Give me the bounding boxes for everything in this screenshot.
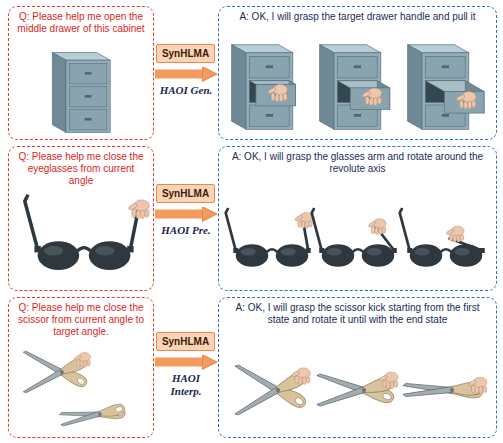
drawer-handle bbox=[85, 95, 92, 98]
scissor-figure bbox=[58, 399, 127, 431]
glasses-frame bbox=[312, 208, 397, 267]
glasses-frame bbox=[25, 195, 134, 270]
node-text: Q: Please help me close the scissor from… bbox=[15, 302, 147, 338]
glasses-figure bbox=[226, 208, 313, 267]
question-box: Q: Please help me close the scissor from… bbox=[8, 297, 154, 438]
drawer-top bbox=[250, 81, 296, 85]
drawer bbox=[350, 88, 390, 110]
hand bbox=[362, 88, 382, 106]
question-box: Q: Please help me close the eyeglasses f… bbox=[8, 146, 154, 291]
scissor-figure bbox=[402, 377, 486, 402]
node-text: A: OK, I will grasp the glasses arm and … bbox=[225, 151, 490, 175]
glasses-figure bbox=[400, 208, 485, 267]
cabinet-figure bbox=[232, 45, 296, 130]
edges bbox=[155, 74, 202, 362]
answer-box: A: OK, I will grasp the target drawer ha… bbox=[218, 6, 497, 140]
scissor-figure bbox=[315, 368, 398, 412]
hand bbox=[74, 353, 91, 368]
hand bbox=[128, 200, 150, 219]
glasses-figure bbox=[25, 195, 149, 270]
glasses-frame bbox=[400, 208, 485, 267]
scissor-figure bbox=[21, 346, 90, 398]
model-box: SynHLMA bbox=[156, 332, 215, 351]
hand bbox=[294, 212, 312, 228]
node-text: Q: Please help me open the middle drawer… bbox=[15, 11, 147, 35]
drawer bbox=[256, 84, 296, 106]
cabinet-figure bbox=[408, 45, 485, 130]
cabinet bbox=[52, 53, 110, 133]
edge-label: HAOI Interp. bbox=[156, 372, 216, 398]
answer-box: A: OK, I will grasp the glasses arm and … bbox=[218, 146, 497, 291]
hand bbox=[267, 84, 287, 102]
glasses-figure bbox=[312, 208, 397, 267]
hand bbox=[446, 226, 464, 242]
flow-arrow bbox=[155, 358, 202, 367]
flow-arrow bbox=[155, 70, 202, 79]
scissor-figure bbox=[232, 359, 310, 421]
model-box: SynHLMA bbox=[156, 44, 215, 63]
pivot bbox=[60, 370, 64, 374]
pivot bbox=[98, 412, 102, 416]
question-box: Q: Please help me open the middle drawer… bbox=[8, 6, 154, 140]
hand bbox=[468, 377, 487, 394]
node-text: A: OK, I will grasp the scissor kick sta… bbox=[225, 302, 490, 326]
pivot bbox=[276, 388, 280, 392]
node-text: A: OK, I will grasp the target drawer ha… bbox=[225, 11, 490, 23]
model-box: SynHLMA bbox=[156, 184, 215, 203]
edge-label: HAOI Pre. bbox=[161, 224, 211, 237]
hand bbox=[368, 219, 386, 235]
scissor-half bbox=[60, 403, 126, 431]
flow-arrow bbox=[155, 210, 202, 219]
edge-label: HAOI Gen. bbox=[160, 84, 213, 97]
node-text: SynHLMA bbox=[162, 187, 209, 200]
pivot bbox=[362, 388, 366, 392]
cabinet-figure bbox=[52, 53, 110, 133]
hand bbox=[456, 92, 476, 110]
drawer bbox=[445, 92, 485, 114]
node-text: SynHLMA bbox=[162, 47, 209, 60]
hand bbox=[379, 372, 398, 389]
cabinet-figure bbox=[320, 45, 390, 130]
node-text: Q: Please help me close the eyeglasses f… bbox=[15, 151, 147, 187]
pivot bbox=[450, 388, 454, 392]
answer-box: A: OK, I will grasp the scissor kick sta… bbox=[218, 297, 497, 438]
node-text: SynHLMA bbox=[162, 335, 209, 348]
hand bbox=[291, 368, 310, 385]
